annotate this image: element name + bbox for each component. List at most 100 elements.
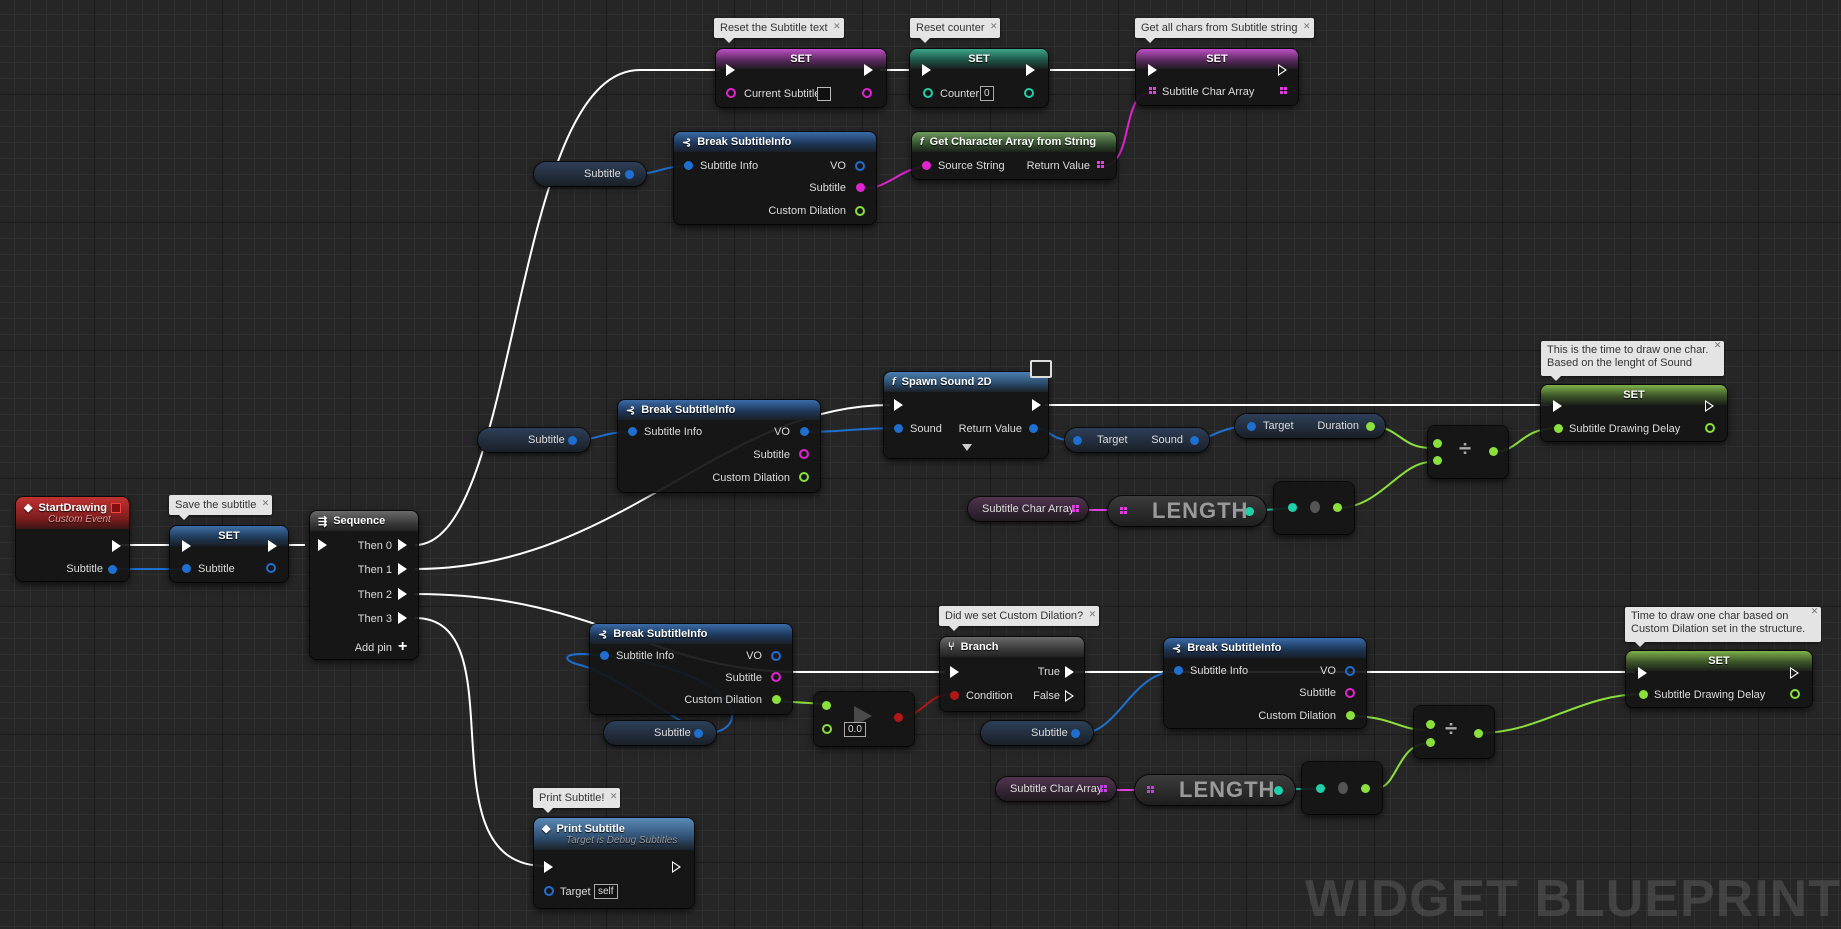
- exec-out-pin[interactable]: [864, 64, 873, 76]
- struct-in-pin[interactable]: [684, 161, 693, 170]
- string-out-pin[interactable]: [856, 183, 865, 192]
- vo-out-pin[interactable]: [771, 651, 781, 661]
- struct-out-pin[interactable]: [625, 170, 634, 179]
- set-current-subtitle-node[interactable]: SET Current Subtitle: [716, 49, 886, 107]
- then-2-pin[interactable]: [398, 588, 407, 600]
- float-in-pin-a[interactable]: [1426, 720, 1435, 729]
- exec-out-pin[interactable]: [112, 540, 121, 552]
- string-in-pin[interactable]: [922, 161, 931, 170]
- array-out-pin[interactable]: [1100, 785, 1109, 794]
- target-in-pin[interactable]: [1247, 422, 1256, 431]
- struct-in-pin[interactable]: [182, 564, 191, 573]
- float-out-pin[interactable]: [1333, 503, 1342, 512]
- exec-in-pin[interactable]: [1148, 64, 1157, 76]
- true-exec-pin[interactable]: [1065, 666, 1074, 678]
- float-in-pin[interactable]: [1639, 690, 1648, 699]
- vo-out-pin[interactable]: [800, 427, 809, 436]
- vo-out-pin[interactable]: [1345, 666, 1355, 676]
- exec-out-pin[interactable]: [1026, 64, 1035, 76]
- text-value-box[interactable]: [817, 87, 831, 101]
- array-in-pin[interactable]: [1149, 87, 1158, 96]
- float-in-pin-a[interactable]: [822, 701, 831, 710]
- get-subtitle-node[interactable]: Subtitle: [478, 428, 590, 452]
- exec-in-pin[interactable]: [182, 540, 191, 552]
- exec-in-pin[interactable]: [922, 64, 931, 76]
- exec-in-pin[interactable]: [726, 64, 735, 76]
- divide-float-node[interactable]: ÷: [1414, 706, 1494, 758]
- add-pin-label[interactable]: Add pin: [354, 642, 392, 654]
- divide-float-node[interactable]: ÷: [1428, 426, 1508, 478]
- set-drawing-delay-node[interactable]: SET Subtitle Drawing Delay: [1626, 651, 1812, 707]
- exec-in-pin[interactable]: [1638, 667, 1647, 679]
- expand-arrow-icon[interactable]: [962, 444, 972, 451]
- exec-in-pin[interactable]: [1553, 400, 1562, 412]
- compare-value-input[interactable]: 0.0: [844, 722, 866, 737]
- condition-in-pin[interactable]: [950, 691, 959, 700]
- exec-in-pin[interactable]: [950, 666, 959, 678]
- then-1-pin[interactable]: [398, 563, 407, 575]
- sound-out-pin[interactable]: [1190, 436, 1199, 445]
- then-0-pin[interactable]: [398, 539, 407, 551]
- branch-node[interactable]: ⑂Branch True Condition False: [940, 637, 1084, 711]
- exec-out-pin[interactable]: [1705, 400, 1714, 412]
- break-subtitle-info-node[interactable]: ⊰Break SubtitleInfo Subtitle Info VO Sub…: [590, 624, 792, 714]
- int-out-pin[interactable]: [1274, 786, 1283, 795]
- get-subtitle-node[interactable]: Subtitle: [604, 721, 716, 745]
- int-to-float-node[interactable]: [1302, 762, 1382, 814]
- int-in-pin[interactable]: [1288, 503, 1297, 512]
- print-subtitle-node[interactable]: ◆Print Subtitle Target is Debug Subtitle…: [534, 818, 694, 908]
- float-out-pin[interactable]: [772, 695, 781, 704]
- struct-out-pin[interactable]: [266, 563, 276, 573]
- length-node[interactable]: LENGTH: [1135, 775, 1295, 805]
- length-node[interactable]: LENGTH: [1108, 496, 1266, 526]
- event-node-start-drawing[interactable]: ◆ StartDrawing Custom Event Subtitle: [16, 497, 129, 581]
- target-in-pin[interactable]: [1073, 436, 1082, 445]
- sequence-node[interactable]: ⇶Sequence Then 0 Then 1 Then 2 Then 3 Ad…: [310, 511, 418, 659]
- float-in-pin-b[interactable]: [1426, 738, 1435, 747]
- set-subtitle-node[interactable]: SET Subtitle: [170, 526, 288, 582]
- array-in-pin[interactable]: [1120, 507, 1129, 516]
- array-out-pin[interactable]: [1097, 161, 1106, 170]
- audio-out-pin[interactable]: [1029, 424, 1038, 433]
- float-out-pin[interactable]: [1346, 711, 1355, 720]
- int-out-pin[interactable]: [1024, 88, 1034, 98]
- exec-in-pin[interactable]: [894, 399, 903, 411]
- float-out-pin[interactable]: [855, 206, 865, 216]
- target-sound-node[interactable]: Target Sound: [1065, 428, 1209, 452]
- struct-out-pin[interactable]: [568, 436, 577, 445]
- compare-float-node[interactable]: 0.0: [814, 692, 914, 746]
- struct-in-pin[interactable]: [600, 651, 609, 660]
- float-out-pin[interactable]: [1705, 423, 1715, 433]
- float-out-pin[interactable]: [799, 472, 809, 482]
- false-exec-pin[interactable]: [1065, 690, 1074, 702]
- counter-value-input[interactable]: 0: [980, 86, 994, 101]
- break-subtitle-info-node[interactable]: ⊰Break SubtitleInfo Subtitle Info VO Sub…: [618, 400, 820, 492]
- bool-out-pin[interactable]: [894, 713, 903, 722]
- set-char-array-node[interactable]: SET Subtitle Char Array: [1136, 49, 1298, 105]
- then-3-pin[interactable]: [398, 612, 407, 624]
- float-in-pin-b[interactable]: [1433, 456, 1442, 465]
- int-in-pin[interactable]: [1316, 784, 1325, 793]
- float-out-pin[interactable]: [1489, 447, 1498, 456]
- struct-out-pin[interactable]: [108, 565, 117, 574]
- exec-out-pin[interactable]: [672, 861, 681, 873]
- struct-in-pin[interactable]: [628, 427, 637, 436]
- get-subtitle-char-array-node[interactable]: Subtitle Char Array: [996, 777, 1116, 801]
- string-out-pin[interactable]: [862, 88, 872, 98]
- sound-in-pin[interactable]: [894, 424, 903, 433]
- set-counter-node[interactable]: SET Counter 0: [910, 49, 1048, 107]
- delegate-pin-icon[interactable]: [111, 502, 121, 513]
- exec-out-pin[interactable]: [1278, 64, 1287, 76]
- int-out-pin[interactable]: [1245, 507, 1254, 516]
- int-in-pin[interactable]: [923, 88, 933, 98]
- exec-in-pin[interactable]: [318, 539, 327, 551]
- get-subtitle-char-array-node[interactable]: Subtitle Char Array: [968, 497, 1088, 521]
- set-drawing-delay-node[interactable]: SET Subtitle Drawing Delay: [1541, 385, 1727, 441]
- vo-out-pin[interactable]: [855, 161, 865, 171]
- break-subtitle-info-node[interactable]: ⊰Break SubtitleInfo Subtitle Info VO Sub…: [1164, 638, 1366, 728]
- struct-out-pin[interactable]: [694, 729, 703, 738]
- struct-out-pin[interactable]: [1071, 729, 1080, 738]
- float-in-pin-a[interactable]: [1433, 439, 1442, 448]
